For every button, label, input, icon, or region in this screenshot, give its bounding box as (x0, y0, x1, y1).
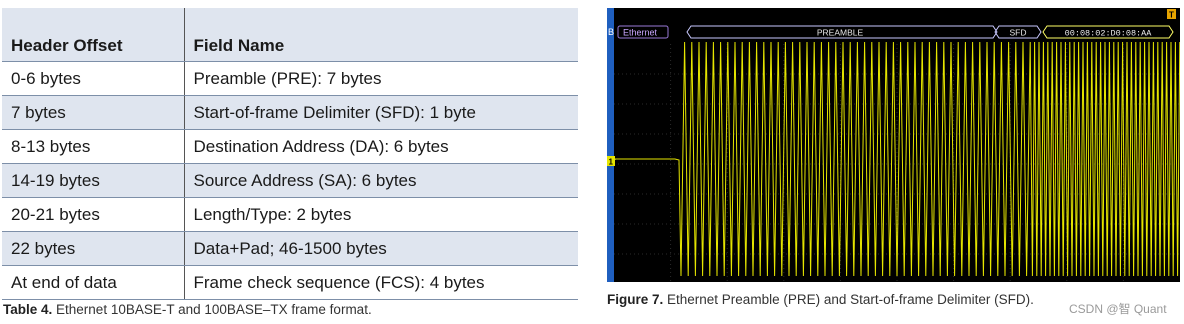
field-cell: Source Address (SA): 6 bytes (183, 163, 578, 198)
figure-caption-label: Figure 7. (607, 292, 664, 307)
offset-cell: 20-21 bytes (2, 197, 184, 232)
scope-left-bar (607, 8, 614, 282)
field-cell: Frame check sequence (FCS): 4 bytes (183, 265, 578, 300)
field-cell: Data+Pad; 46-1500 bytes (183, 231, 578, 266)
table-row: 20-21 bytes Length/Type: 2 bytes (2, 197, 578, 232)
frame-format-table: Header Offset Field Name 0-6 bytes Pream… (2, 8, 578, 300)
bus-marker: B (608, 27, 614, 37)
table-caption-text: Ethernet 10BASE-T and 100BASE–TX frame f… (52, 302, 372, 317)
table-row: 7 bytes Start-of-frame Delimiter (SFD): … (2, 95, 578, 130)
bus-decode-row: B Ethernet PREAMBLE SFD 00:08:02:D0:08:A… (608, 25, 1174, 39)
table-row: At end of data Frame check sequence (FCS… (2, 265, 578, 300)
header-offset-column-header: Header Offset (2, 8, 184, 62)
watermark: CSDN @智 Quant (1069, 302, 1167, 316)
field-cell: Length/Type: 2 bytes (183, 197, 578, 232)
sfd-field-label: SFD (1010, 28, 1027, 38)
bus-label-box (617, 25, 669, 39)
channel-1-marker-label: 1 (609, 158, 614, 167)
offset-cell: At end of data (2, 265, 184, 300)
oscilloscope-capture: B Ethernet PREAMBLE SFD 00:08:02:D0:08:A… (607, 8, 1180, 282)
bus-label: Ethernet (623, 28, 658, 38)
figure-caption-text: Ethernet Preamble (PRE) and Start-of-fra… (663, 292, 1034, 307)
table-caption: Table 4. Ethernet 10BASE-T and 100BASE–T… (3, 302, 372, 317)
address-field-box (1042, 25, 1174, 39)
offset-cell: 0-6 bytes (2, 61, 184, 96)
table-row: 14-19 bytes Source Address (SA): 6 bytes (2, 163, 578, 198)
table-header-row: Header Offset Field Name (2, 8, 578, 62)
offset-cell: 14-19 bytes (2, 163, 184, 198)
field-name-column-header: Field Name (183, 8, 578, 62)
table-row: 0-6 bytes Preamble (PRE): 7 bytes (2, 61, 578, 96)
channel-1-marker-icon (607, 156, 615, 166)
field-cell: Start-of-frame Delimiter (SFD): 1 byte (183, 95, 578, 130)
sfd-field-box (994, 25, 1042, 39)
address-field-label: 00:08:02:D0:08:AA (1065, 29, 1153, 39)
preamble-field-label: PREAMBLE (817, 28, 864, 38)
offset-cell: 7 bytes (2, 95, 184, 130)
field-cell: Preamble (PRE): 7 bytes (183, 61, 578, 96)
trigger-marker-label: T (1169, 11, 1174, 20)
table-row: 8-13 bytes Destination Address (DA): 6 b… (2, 129, 578, 164)
field-cell: Destination Address (DA): 6 bytes (183, 129, 578, 164)
waveform-trace (614, 41, 1180, 277)
preamble-field-box (686, 25, 998, 39)
trigger-marker-icon (1167, 9, 1176, 19)
figure-caption: Figure 7. Ethernet Preamble (PRE) and St… (607, 292, 1034, 307)
table-row: 22 bytes Data+Pad; 46-1500 bytes (2, 231, 578, 266)
offset-cell: 22 bytes (2, 231, 184, 266)
offset-cell: 8-13 bytes (2, 129, 184, 164)
table-caption-label: Table 4. (3, 302, 53, 317)
